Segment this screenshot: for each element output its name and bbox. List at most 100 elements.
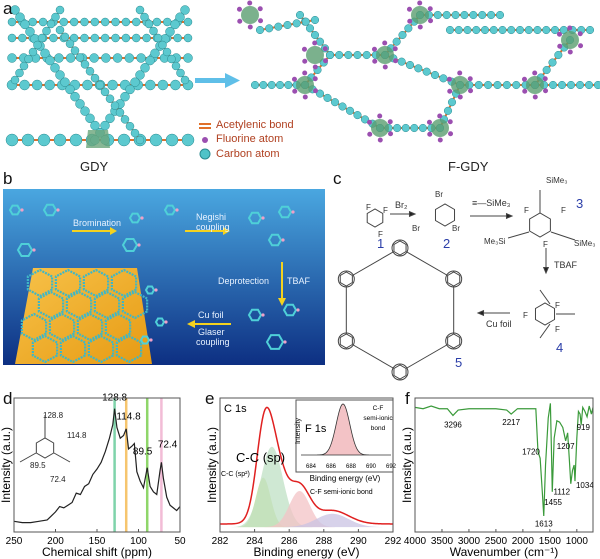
carbon-atom: [153, 33, 163, 43]
carbon-atom: [176, 68, 185, 78]
fluorine-atom: [301, 46, 307, 52]
f-gdy-hexagon: [20, 312, 48, 342]
f-gdy-hexagon: [54, 268, 82, 298]
fluorine-atom: [457, 94, 463, 100]
inset-peak-label: bond: [371, 425, 386, 432]
inset-tick-label: 692: [386, 464, 397, 470]
molecule: [247, 211, 263, 225]
carbon-atom: [265, 24, 274, 33]
atom-f: F: [366, 203, 371, 212]
fluorine-atom: [20, 208, 24, 212]
fluorine-atom: [467, 76, 473, 82]
carbon-atom: [55, 25, 65, 35]
x-tick-label: 1500: [539, 536, 562, 547]
carbon-atom: [181, 133, 195, 147]
carbon-atom: [70, 46, 80, 55]
carbon-atom: [69, 33, 79, 43]
fluorine-atom: [532, 94, 538, 100]
x-tick-label: 100: [130, 536, 147, 547]
carbon-atom: [100, 17, 110, 27]
fluorine-atom: [407, 18, 413, 24]
fluorine-atom: [522, 88, 528, 94]
legend-fluorine-atom: Fluorine atom: [216, 133, 284, 145]
atom-f: F: [524, 206, 529, 215]
carbon-atom: [315, 89, 325, 98]
y-axis-label: Intensity (a.u.): [205, 427, 219, 503]
molecule: [154, 317, 166, 327]
carbon-atom: [158, 40, 167, 50]
peak-label: 1720: [522, 447, 540, 456]
step-deprotection: Deprotection: [218, 276, 270, 286]
f-gdy-hexagon: [110, 268, 138, 298]
fluorine-atom: [312, 64, 318, 70]
fluorine-atom: [257, 6, 263, 12]
carbon-atom: [28, 17, 37, 27]
carbon-atom: [45, 55, 55, 66]
benzene-ring: [241, 6, 259, 24]
fluorine-atom: [247, 24, 253, 30]
molecule: [16, 242, 34, 258]
carbon-atom: [10, 75, 20, 85]
x-tick-label: 1000: [566, 536, 589, 547]
f1s-peak: [301, 403, 391, 456]
peak-label: 89.5: [133, 446, 153, 457]
carbon-atom: [90, 73, 100, 83]
carbon-atom: [175, 12, 185, 22]
carbon-atom: [360, 115, 370, 124]
carbon-atom: [353, 50, 362, 60]
fluorine-atom: [281, 238, 285, 242]
atom-br: Br: [435, 190, 443, 199]
fluorine-atom: [292, 88, 298, 94]
carbon-atom: [111, 33, 120, 43]
carbon-atom: [131, 33, 141, 43]
arrowhead: [542, 266, 550, 275]
carbon-atom: [469, 10, 478, 20]
peak-label: 919: [577, 423, 591, 432]
carbon-atom: [447, 98, 457, 107]
carbon-atom: [140, 63, 150, 73]
fluorine-atom: [557, 43, 563, 49]
f-gdy-hexagon: [48, 312, 76, 342]
x-tick-label: 200: [47, 536, 64, 547]
reagent-cu-foil: Cu foil: [486, 319, 512, 329]
fluorine-atom: [427, 6, 433, 12]
step-negishi: Negishi: [196, 212, 227, 222]
fluorine-atom: [437, 113, 443, 119]
fluorine-atom: [283, 340, 287, 344]
fluorine-atom: [302, 70, 308, 76]
fluorine-atom: [437, 137, 443, 143]
carbon-atom: [353, 111, 362, 120]
carbon-atom: [65, 84, 75, 95]
x-tick-label: 250: [6, 536, 23, 547]
carbon-atom: [430, 70, 440, 80]
carbon-atom: [55, 5, 65, 15]
carbon-atom: [362, 50, 371, 60]
compound-5-ring: [393, 240, 407, 256]
plot-frame: [219, 397, 394, 533]
carbon-atom: [489, 25, 498, 35]
fluorine-atom: [578, 43, 584, 49]
carbon-atom: [393, 123, 402, 133]
carbon-atom: [7, 33, 17, 43]
fluorine-atom: [377, 113, 383, 119]
d-inset-molecule: [19, 415, 71, 463]
carbon-atom: [478, 10, 487, 20]
carbon-atom: [42, 26, 51, 36]
inset-title: F 1s: [305, 423, 327, 435]
carbon-atom: [183, 17, 193, 27]
fit-component: [220, 513, 393, 528]
carbon-atom: [89, 53, 99, 63]
carbon-atom: [315, 37, 325, 46]
peak-label: 1207: [557, 442, 575, 451]
atom-sime3-right: SiMe₃: [574, 239, 596, 248]
fluorine-atom: [258, 18, 264, 24]
peak-label: 1112: [553, 487, 570, 496]
carbon-atom: [50, 63, 60, 73]
x-tick-label: 290: [350, 536, 367, 547]
carbon-atom: [10, 5, 20, 15]
step-negishi-coupling: coupling: [196, 222, 230, 232]
fluorine-atom: [428, 18, 434, 24]
fluorine-atom: [302, 94, 308, 100]
arrowhead: [408, 210, 417, 218]
